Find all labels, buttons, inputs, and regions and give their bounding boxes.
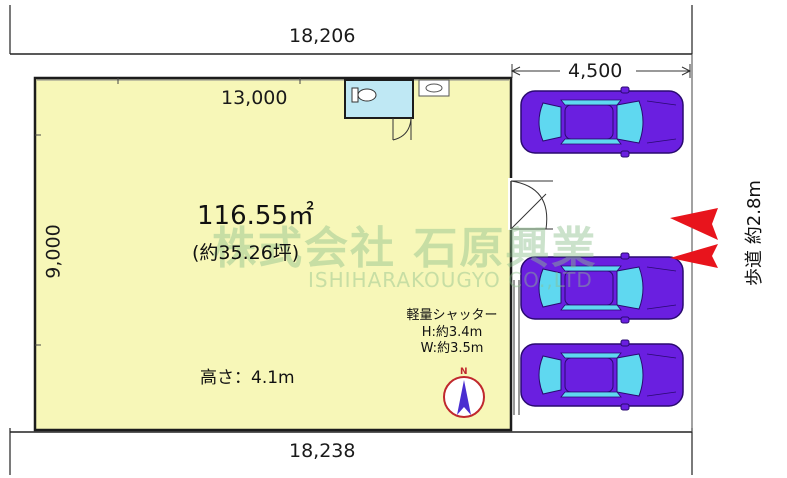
dimension-bottom: 18,238 [289,440,356,462]
dimension-parking-width: 4,500 [566,60,625,82]
floor-area: 116.55㎡ [197,201,314,231]
sidewalk-arrow-lower [670,244,718,268]
sidewalk-arrow-upper [670,208,718,240]
watermark-company: 株式会社 石原興業 [212,223,598,274]
shutter-title: 軽量シャッター [406,308,498,323]
car-2 [520,252,684,324]
shutter-opening [513,280,520,415]
sink-icon [418,79,450,97]
building-floor [33,76,513,432]
car-3 [520,339,684,411]
dimension-top: 18,206 [289,25,356,47]
compass-north-label: N [460,367,468,377]
dimension-interior-width: 13,000 [221,87,288,109]
ceiling-height: 高さ：4.1m [200,368,295,388]
compass-icon [443,376,485,418]
parking-dimension-line [510,64,692,78]
entry-door [508,178,554,230]
sidewalk-label: 歩道 約2.8m [744,180,765,286]
dimension-interior-height: 9,000 [42,224,65,279]
watermark-romaji: ISHIHARAKOUGYO CO.,LTD [308,268,593,292]
shutter-height: H:約3.4m [421,325,483,340]
floor-area-tsubo: (約35.26坪) [192,242,300,264]
shutter-width: W:約3.5m [420,341,484,356]
toilet-icon [351,87,377,103]
wc-door [392,117,412,141]
car-1 [520,86,684,158]
